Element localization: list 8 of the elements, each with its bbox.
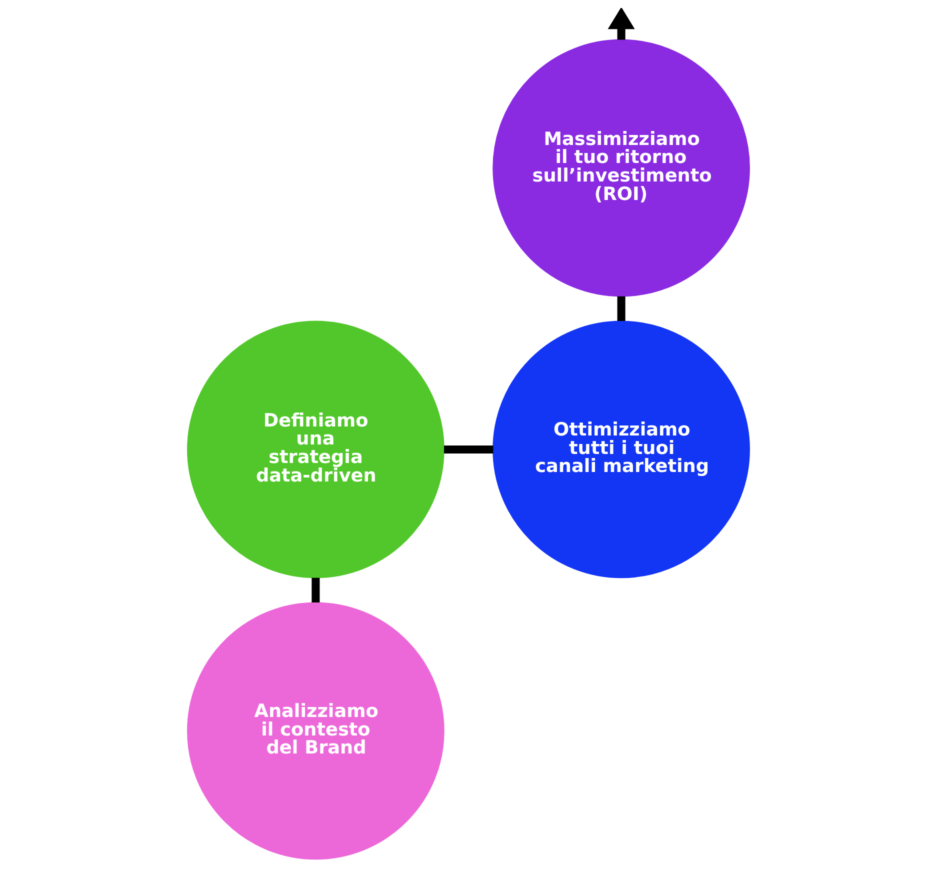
connector	[617, 296, 626, 321]
node-circle: Ottimizziamo tutti i tuoi canali marketing	[492, 320, 750, 578]
node-circle: Definiamo una strategia data-driven	[187, 320, 444, 578]
node-circle: Massimizziamo il tuo ritorno sull’investimento (ROI)	[492, 39, 750, 297]
connector	[444, 445, 494, 454]
node-circle: Analizziamo il contesto del Brand	[187, 602, 444, 860]
connector	[312, 578, 320, 602]
arrow	[608, 8, 635, 40]
